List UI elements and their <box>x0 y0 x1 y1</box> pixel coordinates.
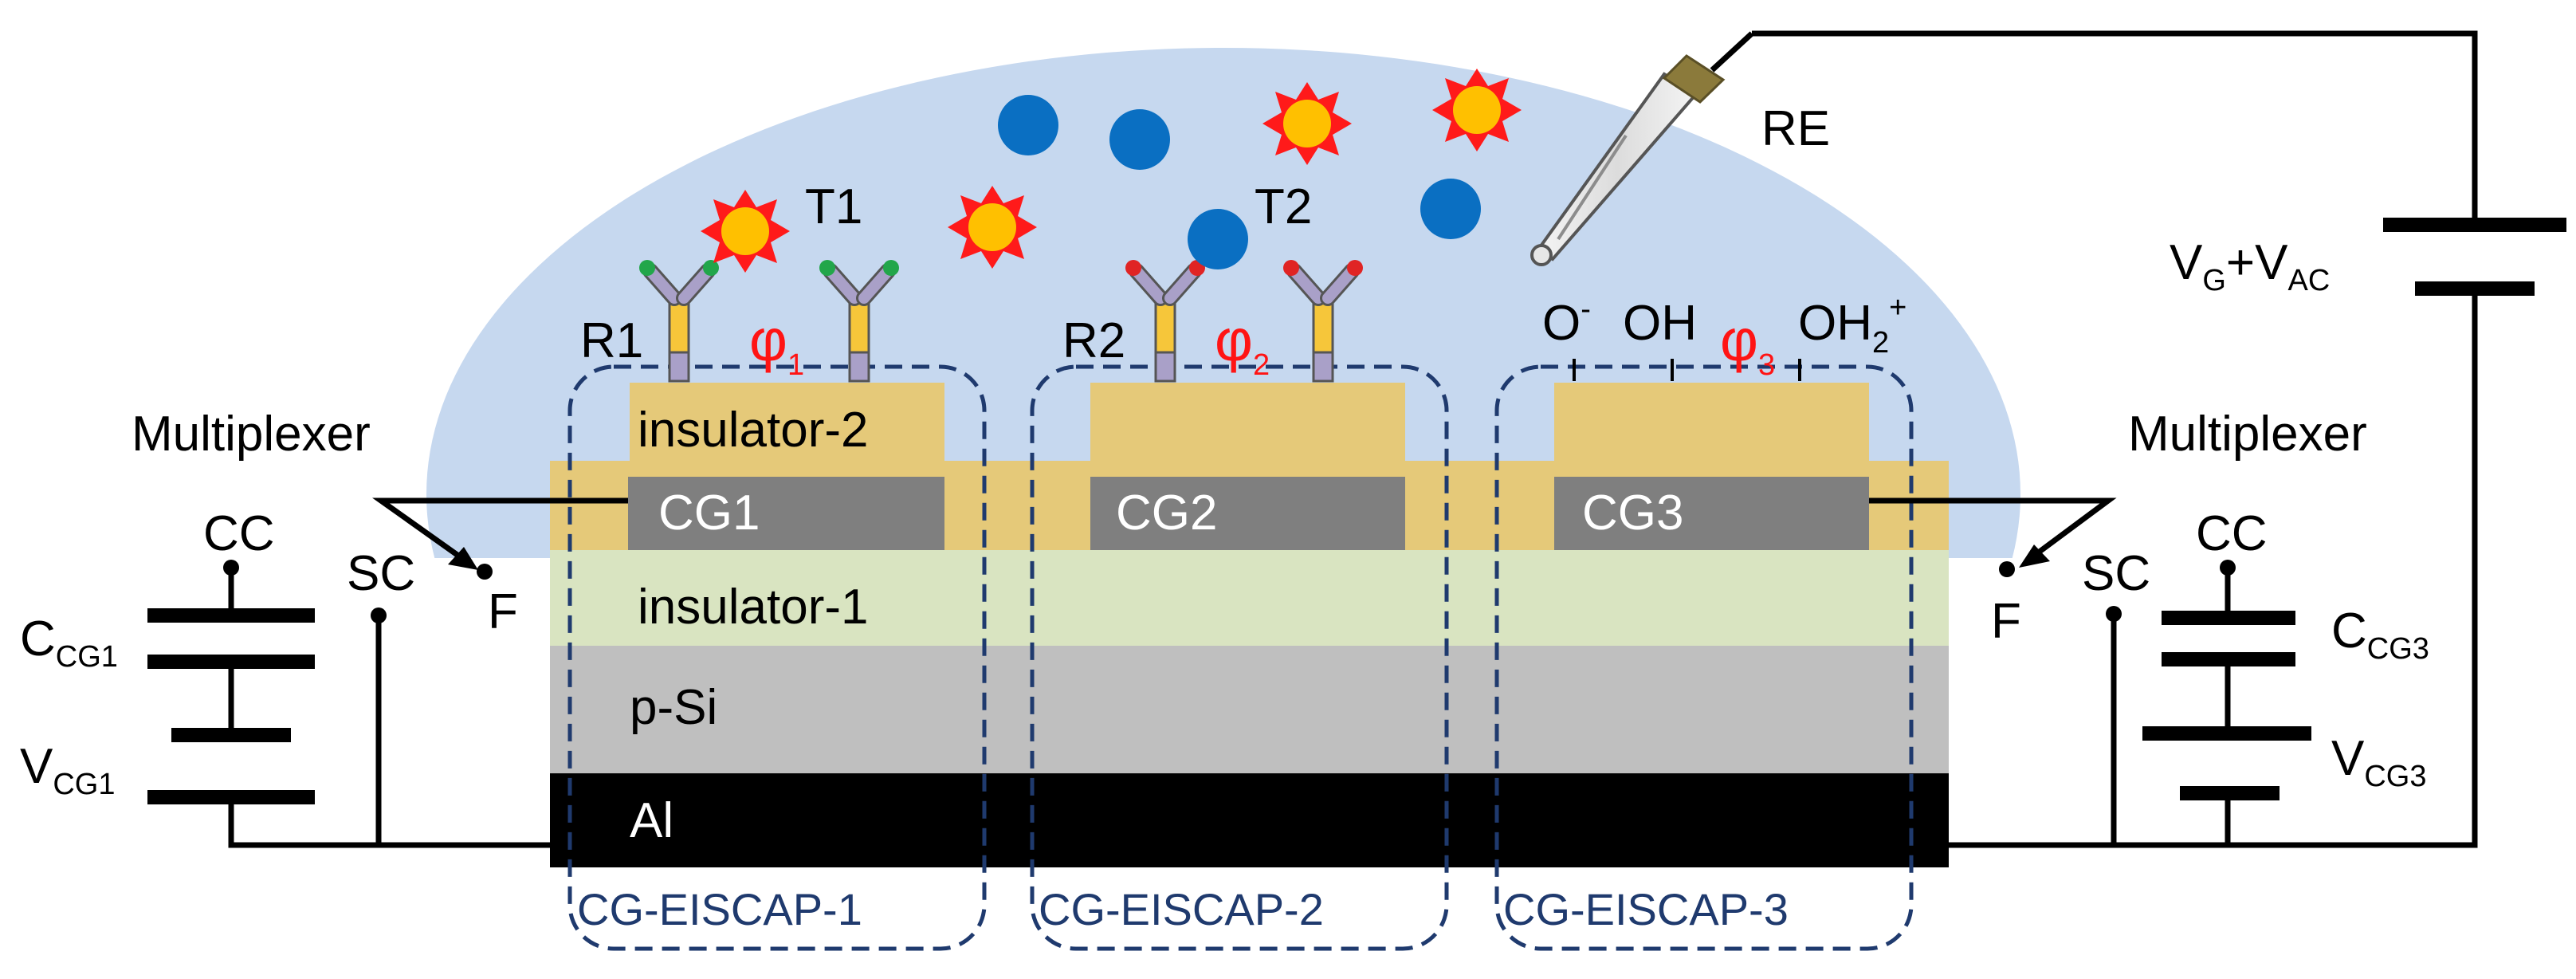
cell-1-label: CG-EISCAP-1 <box>577 884 862 934</box>
control-gate-3 <box>1554 477 1869 550</box>
target-star-molecule <box>948 186 1037 269</box>
al-label: Al <box>630 793 673 848</box>
receptor-2-label: R2 <box>1062 313 1125 368</box>
receptor-1-label: R1 <box>580 313 643 368</box>
control-gate-2 <box>1090 477 1405 550</box>
right-f-label: F <box>1991 594 2021 649</box>
control-gate-3-label: CG3 <box>1582 486 1683 541</box>
insulator-2-step-3 <box>1554 383 1869 464</box>
cell-box-1 <box>567 364 987 951</box>
gate-voltage-label: VG+VAC <box>2170 235 2330 297</box>
receptor-2b <box>1283 260 1363 383</box>
aluminum-layer <box>550 773 1949 867</box>
control-gate-2-label: CG2 <box>1116 486 1217 541</box>
left-cc-label: CC <box>203 506 275 561</box>
control-gate-1-label: CG1 <box>658 486 760 541</box>
potential-phi-2: φ2 <box>1215 307 1270 382</box>
left-sc-label: SC <box>347 546 415 601</box>
cell-2-label: CG-EISCAP-2 <box>1039 884 1324 934</box>
target-star-molecule <box>701 190 790 273</box>
insulator-2-label: insulator-2 <box>638 403 868 458</box>
right-cc-label: CC <box>2196 506 2268 561</box>
receptor-1b <box>819 260 899 383</box>
target-star-molecule <box>1432 69 1522 151</box>
cell-box-2 <box>1030 364 1449 951</box>
potential-phi-3: φ3 <box>1720 307 1775 382</box>
control-gate-1 <box>628 477 944 550</box>
cell-box-3 <box>1494 364 1914 951</box>
insulator-1-layer <box>550 550 1949 646</box>
p-si-layer <box>550 646 1949 773</box>
target-2-label: T2 <box>1255 179 1312 234</box>
reference-electrode <box>1530 31 1754 266</box>
insulator-2-step-2 <box>1090 383 1405 464</box>
insulator-1-label: insulator-1 <box>638 580 868 635</box>
surface-group-oh2-plus: OH2+ <box>1798 291 1906 360</box>
surface-site-markers <box>1573 359 1801 381</box>
insulator-2-step-1 <box>630 383 944 464</box>
p-si-label: p-Si <box>630 680 717 735</box>
target-circle-molecule <box>1109 109 1170 170</box>
right-capacitor-label: CCG3 <box>2331 604 2429 666</box>
surface-group-oh: OH <box>1623 296 1697 351</box>
potential-phi-1: φ1 <box>749 307 804 382</box>
left-f-label: F <box>488 584 518 639</box>
right-multiplexer-label: Multiplexer <box>2128 407 2367 462</box>
reference-electrode-label: RE <box>1761 101 1830 156</box>
target-circle-molecule <box>1420 179 1481 239</box>
target-star-molecule <box>1262 82 1352 165</box>
target-1-label: T1 <box>805 179 862 234</box>
left-multiplexer-circuit <box>147 497 628 848</box>
surface-group-o-minus: O- <box>1542 293 1591 351</box>
target-circle-molecule <box>998 95 1058 155</box>
left-voltage-label: VCG1 <box>20 739 116 801</box>
right-voltage-label: VCG3 <box>2331 731 2427 793</box>
right-multiplexer-circuit <box>1869 497 2311 848</box>
right-sc-label: SC <box>2082 546 2150 601</box>
cell-3-label: CG-EISCAP-3 <box>1503 884 1789 934</box>
left-capacitor-label: CCG1 <box>20 611 118 674</box>
left-multiplexer-label: Multiplexer <box>132 407 371 462</box>
receptor-2a <box>1125 260 1205 383</box>
receptor-1a <box>639 260 719 383</box>
target-circle-molecule <box>1188 209 1248 269</box>
